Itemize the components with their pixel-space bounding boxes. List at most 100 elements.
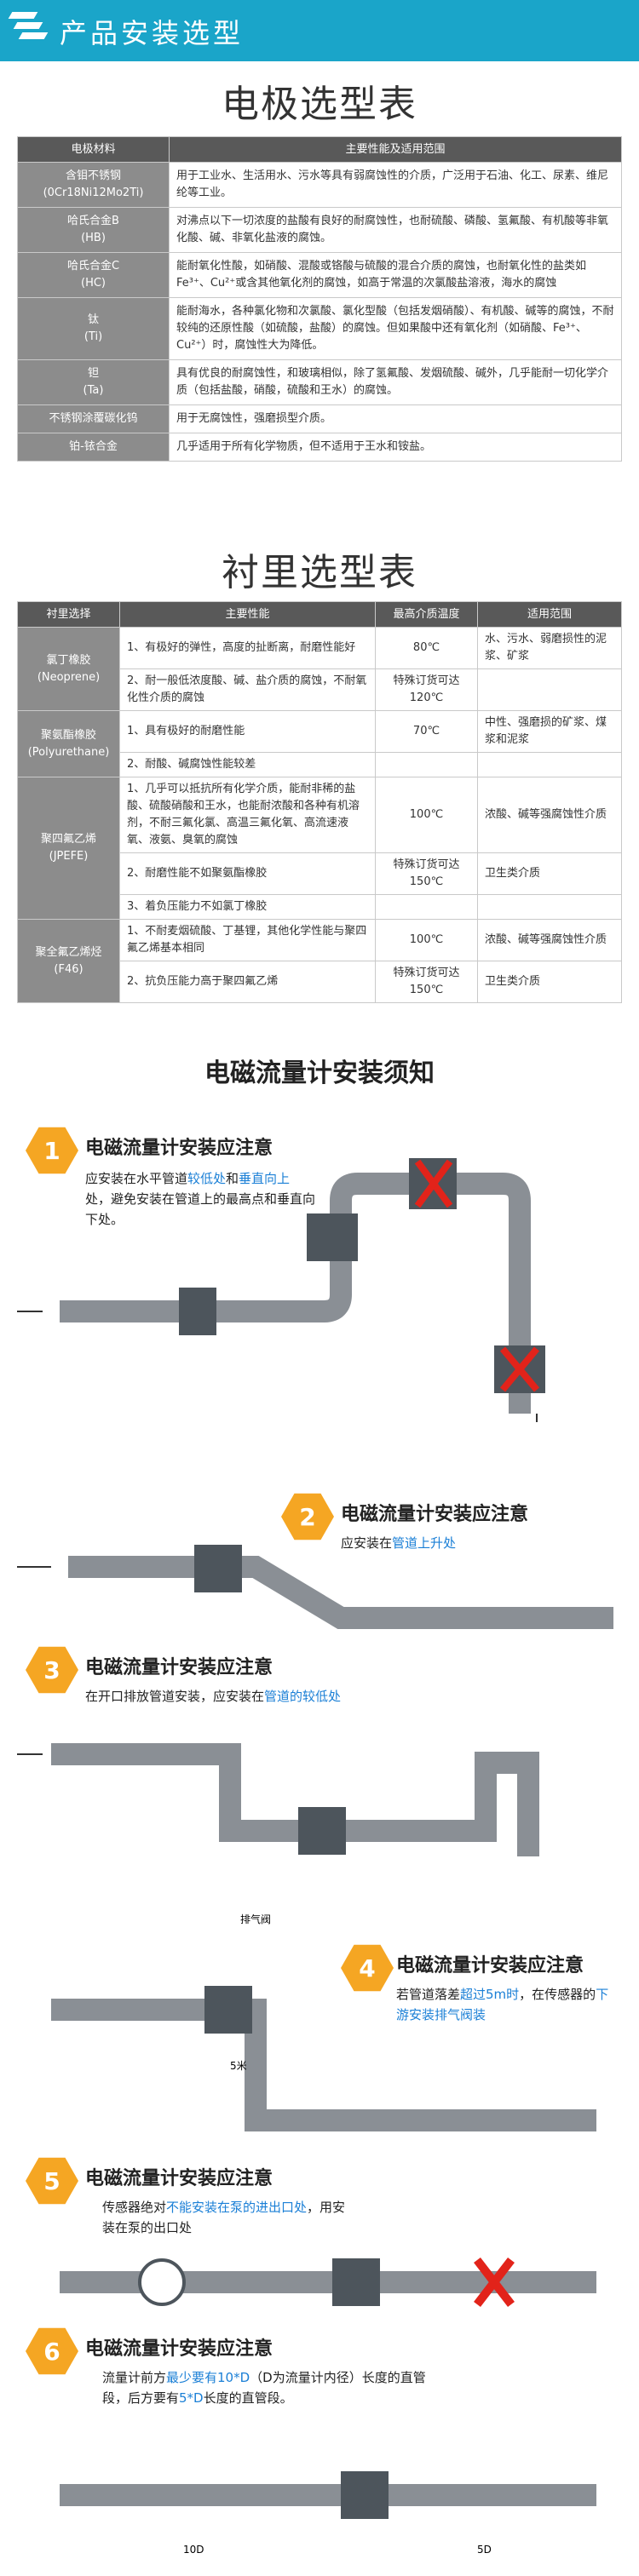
electrode-performance: 具有优良的耐腐蚀性，和玻璃相似，除了氢氟酸、发烟硫酸、碱外，几乎能耐一切化学介质… <box>169 359 622 405</box>
electrode-performance: 能耐海水，各种氯化物和次氯酸、氯化型酸（包括发烟硝酸）、有机酸、碱等的腐蚀，不耐… <box>169 297 622 360</box>
flowmeter-straight <box>341 2471 389 2519</box>
electrode-performance: 用于无腐蚀性，强磨损型介质。 <box>169 404 622 433</box>
electrode-material: 不锈钢涂覆碳化钨 <box>17 404 170 433</box>
lining-table: 衬里选择 主要性能 最高介质温度 适用范围 氯丁橡胶 (Neoprene)1、有… <box>17 601 622 1003</box>
step-6-diagram: 10D 5D <box>60 2471 596 2556</box>
step-2-badge: 2 <box>281 1490 334 1543</box>
install-title: 电磁流量计安装须知 <box>204 1059 435 1088</box>
lining-scope: 浓酸、碱等强腐蚀性介质 <box>477 777 622 853</box>
lining-row: 聚四氟乙烯 (JPEFE)1、几乎可以抵抗所有化学介质，能耐非稀的盐酸、硫酸硝酸… <box>17 777 622 920</box>
lining-material: 聚氨酯橡胶 (Polyurethane) <box>17 710 120 777</box>
lining-header-choice: 衬里选择 <box>17 601 120 628</box>
lining-scope: 水、污水、弱磨损性的泥浆、矿浆 <box>477 627 622 669</box>
step-5-diagram <box>60 2257 596 2308</box>
flowmeter-low-point <box>298 1807 346 1855</box>
step-2-desc: 应安装在管道上升处 <box>341 1535 457 1551</box>
lining-row: 2、耐酸、碱腐蚀性能较差 <box>18 752 622 777</box>
electrode-material: 哈氏合金B (HB) <box>17 207 170 253</box>
x-mark <box>474 2257 515 2308</box>
step-6-desc: 流量计前方最少要有10*D（D为流量计内径）长度的直管段，后方要有5*D长度的直… <box>102 2370 426 2406</box>
lining-performance: 2、耐磨性能不如聚氨酯橡胶 <box>119 852 376 895</box>
lining-scope <box>477 894 622 920</box>
step-4-desc: 若管道落差超过5m时，在传感器的下游安装排气阀装 <box>396 1987 609 2022</box>
lining-temperature: 100℃ <box>375 919 478 961</box>
lining-header-temp: 最高介质温度 <box>375 601 478 628</box>
flowmeter-rise <box>194 1545 242 1592</box>
header-banner: 产品安装选型 <box>0 0 639 61</box>
lining-material: 聚全氟乙烯烃 (F46) <box>17 919 120 1003</box>
step-1-title: 电磁流量计安装应注意 <box>85 1138 273 1159</box>
lining-row: 3、着负压能力不如氯丁橡胶 <box>18 894 622 920</box>
pipe-1 <box>60 1173 531 1414</box>
electrode-row: 哈氏合金B (HB)对沸点以下一切浓度的盐酸有良好的耐腐蚀性，也耐硫酸、磷酸、氢… <box>17 207 622 253</box>
step-4-title: 电磁流量计安装应注意 <box>396 1955 584 1976</box>
electrode-performance: 对沸点以下一切浓度的盐酸有良好的耐腐蚀性，也耐硫酸、磷酸、氢氟酸、有机酸等非氧化… <box>169 207 622 253</box>
lining-performance: 3、着负压能力不如氯丁橡胶 <box>119 894 376 920</box>
lining-temperature: 80℃ <box>375 627 478 669</box>
step-3-diagram <box>17 1743 539 1856</box>
electrode-performance: 能耐氧化性酸，如硝酸、混酸或铬酸与硫酸的混合介质的腐蚀，也耐氧化性的盐类如Fe³… <box>169 252 622 298</box>
lining-performance: 2、抗负压能力高于聚四氟乙烯 <box>119 961 376 1003</box>
step-2-title: 电磁流量计安装应注意 <box>341 1504 529 1525</box>
electrode-table: 电极材料 主要性能及适用范围 含钼不锈钢 (0Cr18Ni12Mo2Ti)用于工… <box>17 136 622 462</box>
flowmeter-vertical <box>307 1213 358 1261</box>
lining-header-performance: 主要性能 <box>119 601 376 628</box>
step-5-desc: 传感器绝对不能安装在泵的进出口处，用安装在泵的出口处 <box>102 2200 346 2235</box>
electrode-material: 铂-铱合金 <box>17 433 170 462</box>
electrode-header-material: 电极材料 <box>17 136 170 163</box>
dim-5d: 5D <box>477 2544 492 2556</box>
step-3-badge: 3 <box>26 1644 78 1696</box>
lining-material: 氯丁橡胶 (Neoprene) <box>17 627 120 711</box>
lining-material: 聚四氟乙烯 (JPEFE) <box>17 777 120 920</box>
dim-10d: 10D <box>183 2544 204 2556</box>
flowmeter-outlet <box>332 2258 380 2306</box>
electrode-header-performance: 主要性能及适用范围 <box>169 136 622 163</box>
lining-scope: 浓酸、碱等强腐蚀性介质 <box>477 919 622 961</box>
electrode-row: 不锈钢涂覆碳化钨用于无腐蚀性，强磨损型介质。 <box>17 404 622 433</box>
lining-scope <box>477 752 622 777</box>
lining-temperature: 特殊订货可达120℃ <box>375 668 478 711</box>
lining-scope: 中性、强磨损的矿浆、煤浆和泥浆 <box>477 710 622 753</box>
step-3-title: 电磁流量计安装应注意 <box>85 1657 273 1678</box>
electrode-performance: 几乎适用于所有化学物质，但不适用于王水和铵盐。 <box>169 433 622 462</box>
lining-performance: 1、几乎可以抵抗所有化学介质，能耐非稀的盐酸、硫酸硝酸和王水，也能耐浓酸和各种有… <box>119 777 376 853</box>
pipe-2 <box>68 1556 613 1629</box>
lining-row: 2、耐一般低浓度酸、碱、盐介质的腐蚀，不耐氧化性介质的腐蚀特殊订货可达120℃ <box>18 668 622 711</box>
lining-performance: 1、具有极好的耐磨性能 <box>119 710 376 753</box>
step-3-desc: 在开口排放管道安装，应安装在管道的较低处 <box>85 1689 342 1704</box>
valve-label: 排气阀 <box>240 1913 271 1925</box>
electrode-material: 钛 (Ti) <box>17 297 170 360</box>
electrode-material: 钽 (Ta) <box>17 359 170 405</box>
step-5-title: 电磁流量计安装应注意 <box>85 2168 273 2189</box>
lining-scope: 卫生类介质 <box>477 961 622 1003</box>
electrode-material: 哈氏合金C (HC) <box>17 252 170 298</box>
step-1-badge: 1 <box>26 1124 78 1177</box>
pump-icon <box>138 2258 186 2306</box>
lining-performance: 1、有极好的弹性，高度的扯断离，耐磨性能好 <box>119 627 376 669</box>
height-label: 5米 <box>230 2060 247 2072</box>
banner-stripe <box>18 32 49 39</box>
pipe-3 <box>51 1743 539 1856</box>
step-1-diagram <box>17 1158 545 1422</box>
step-2-diagram <box>17 1545 613 1629</box>
lining-temperature: 70℃ <box>375 710 478 753</box>
pipe-4 <box>51 1999 596 2131</box>
electrode-row: 含钼不锈钢 (0Cr18Ni12Mo2Ti)用于工业水、生活用水、污水等具有弱腐… <box>17 162 622 208</box>
banner-stripe <box>13 22 43 29</box>
lining-performance: 2、耐一般低浓度酸、碱、盐介质的腐蚀，不耐氧化性介质的腐蚀 <box>119 668 376 711</box>
lining-temperature <box>375 894 478 920</box>
electrode-row: 钽 (Ta)具有优良的耐腐蚀性，和玻璃相似，除了氢氟酸、发烟硫酸、碱外，几乎能耐… <box>17 359 622 405</box>
electrode-table-title: 电极选型表 <box>222 83 417 126</box>
step-5-badge: 5 <box>26 2154 78 2207</box>
step-6-badge: 6 <box>26 2325 78 2378</box>
lining-table-title: 衬里选型表 <box>222 551 417 594</box>
lining-header-scope: 适用范围 <box>477 601 622 628</box>
electrode-row: 铂-铱合金几乎适用于所有化学物质，但不适用于王水和铵盐。 <box>17 433 622 462</box>
lining-performance: 2、耐酸、碱腐蚀性能较差 <box>119 752 376 777</box>
banner-stripe <box>8 12 38 19</box>
x-mark <box>414 1159 540 1392</box>
flowmeter-low <box>179 1288 216 1335</box>
lining-row: 聚全氟乙烯烃 (F46)1、不耐麦烟硫酸、丁基锂，其他化学性能与聚四氟乙烯基本相… <box>17 919 622 1003</box>
